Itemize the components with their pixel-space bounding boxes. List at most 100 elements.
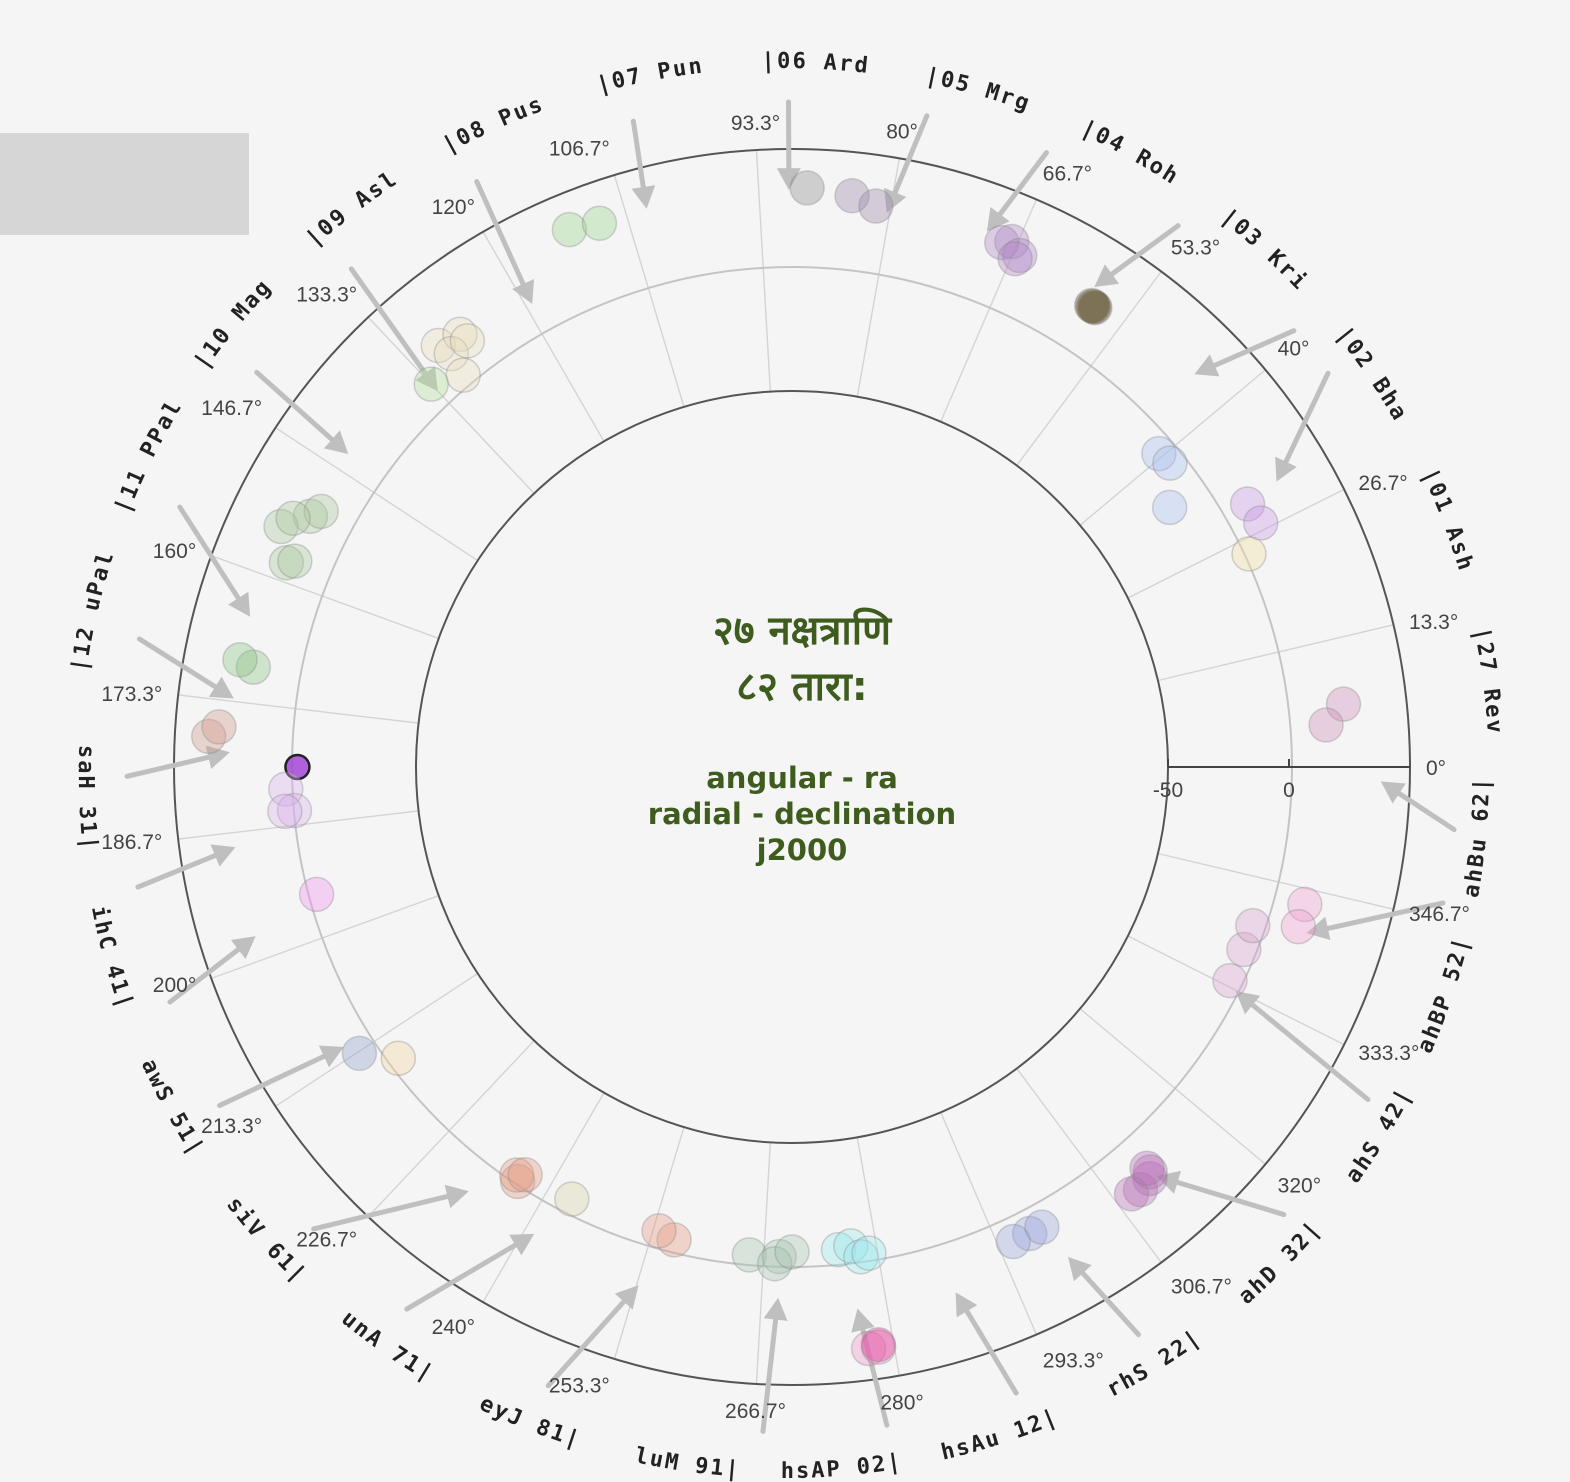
grid-spoke bbox=[940, 199, 1038, 422]
grid-spoke bbox=[613, 174, 685, 408]
pointer-arrow-head bbox=[1156, 1170, 1181, 1194]
star-point bbox=[268, 544, 305, 581]
star-point bbox=[303, 493, 339, 530]
grid-spoke bbox=[1079, 369, 1266, 526]
pointer-arrow-shaft bbox=[1250, 1002, 1371, 1102]
angular-tick-label: 146.7° bbox=[201, 397, 262, 420]
grid-spoke bbox=[1079, 1008, 1266, 1165]
star-point bbox=[851, 1235, 887, 1271]
angular-tick-label: 133.3° bbox=[296, 284, 357, 307]
star-point bbox=[756, 1245, 793, 1282]
pointer-arrow-head bbox=[884, 187, 907, 213]
star-point bbox=[190, 718, 227, 755]
nakshatra-label: |07 Pun bbox=[594, 53, 706, 98]
star-point bbox=[1151, 489, 1188, 526]
pointer-arrow-shaft bbox=[217, 1053, 327, 1109]
grid-spoke bbox=[1157, 624, 1394, 682]
star-point bbox=[413, 366, 449, 402]
angular-tick-label: 240° bbox=[432, 1316, 475, 1339]
star-point bbox=[380, 1040, 417, 1077]
star-point bbox=[1001, 237, 1038, 274]
grid-spoke bbox=[755, 149, 772, 392]
pointer-arrow-head bbox=[1068, 1256, 1092, 1282]
arrow-layer bbox=[124, 99, 1457, 1434]
star-point bbox=[997, 240, 1033, 277]
pointer-arrow-head bbox=[1235, 991, 1261, 1015]
star-point bbox=[1235, 907, 1271, 944]
angular-tick-label: 186.7° bbox=[101, 831, 162, 854]
star-point bbox=[341, 1035, 378, 1072]
pointer-arrow-head bbox=[851, 1308, 875, 1333]
pointer-arrow-shaft bbox=[760, 1317, 779, 1434]
star-point bbox=[1129, 1150, 1165, 1186]
star-point bbox=[843, 1239, 879, 1275]
star-point bbox=[1122, 1171, 1159, 1208]
star-point bbox=[833, 1228, 869, 1264]
nakshatra-label: |03 Kri bbox=[1216, 204, 1313, 296]
star-point bbox=[551, 211, 588, 248]
pointer-arrow-shaft bbox=[545, 1299, 627, 1389]
pointer-arrow-shaft bbox=[124, 754, 211, 779]
pointer-arrow-head bbox=[1194, 354, 1220, 377]
angular-tick-label: 306.7° bbox=[1171, 1275, 1232, 1298]
pointer-arrow-shaft bbox=[892, 113, 930, 195]
nakshatra-label: |24 Sha bbox=[1341, 1083, 1418, 1188]
nakshatra-label: |14 Chi bbox=[86, 904, 139, 1014]
star-point bbox=[276, 792, 313, 829]
pointer-arrow-shaft bbox=[311, 1193, 450, 1232]
pointer-arrow-shaft bbox=[630, 118, 646, 190]
star-point bbox=[1152, 445, 1188, 481]
angular-tick-label: 160° bbox=[153, 540, 196, 563]
radial-tick-label: -50 bbox=[1153, 779, 1183, 802]
star-point-highlighted bbox=[284, 753, 311, 781]
star-point bbox=[641, 1213, 677, 1249]
grid-spoke bbox=[1016, 1068, 1162, 1263]
nakshatra-label: |02 Bha bbox=[1331, 322, 1413, 427]
star-point bbox=[449, 323, 486, 359]
grid-spoke bbox=[755, 1142, 772, 1385]
gray-panel bbox=[0, 133, 249, 235]
star-point bbox=[1229, 486, 1266, 522]
star-point bbox=[1325, 686, 1362, 722]
pointer-arrow-head bbox=[323, 430, 349, 455]
pointer-arrow-head bbox=[986, 206, 1010, 232]
star-point bbox=[201, 709, 237, 745]
pointer-arrow-head bbox=[1094, 264, 1120, 288]
angular-tick-label: 226.7° bbox=[296, 1228, 357, 1251]
nakshatra-label: |11 PPal bbox=[110, 394, 188, 517]
grid-spoke bbox=[1127, 488, 1345, 599]
grid-spoke bbox=[275, 972, 479, 1107]
star-point bbox=[499, 1163, 536, 1200]
grid-spoke bbox=[211, 894, 439, 980]
subtitle-epoch: j2000 bbox=[756, 833, 848, 867]
angular-tick-label: 173.3° bbox=[101, 683, 162, 706]
angular-tick-label: 280° bbox=[880, 1391, 923, 1414]
pointer-arrow-shaft bbox=[1212, 328, 1297, 368]
star-point bbox=[656, 1222, 692, 1258]
star-point bbox=[1231, 536, 1267, 572]
star-point bbox=[834, 177, 870, 214]
nakshatra-label: |10 Mag bbox=[189, 274, 277, 374]
star-point bbox=[1073, 287, 1110, 324]
pointer-arrow-shaft bbox=[964, 1308, 1019, 1396]
pointer-arrow-head bbox=[210, 844, 236, 867]
subtitle-angular: angular - ra bbox=[706, 761, 898, 795]
angular-tick-label: 346.7° bbox=[1409, 903, 1470, 926]
grid-spoke bbox=[367, 316, 535, 494]
pointer-arrow-head bbox=[318, 1045, 344, 1068]
pointer-arrow-head bbox=[512, 279, 535, 305]
pointer-arrow-head bbox=[205, 745, 230, 769]
nakshatra-label: |17 Anu bbox=[336, 1306, 439, 1388]
angular-tick-label: 213.3° bbox=[201, 1115, 262, 1138]
star-point bbox=[1287, 886, 1323, 923]
pointer-arrow-shaft bbox=[1174, 1179, 1287, 1218]
pointer-arrow-shaft bbox=[254, 369, 335, 442]
star-point bbox=[995, 1223, 1032, 1260]
star-point bbox=[499, 1157, 535, 1193]
grid-spoke bbox=[178, 694, 419, 724]
grid-spoke bbox=[367, 1040, 535, 1218]
nakshatra-label: |21 uAsh bbox=[939, 1404, 1063, 1466]
star-point bbox=[1113, 1176, 1150, 1212]
